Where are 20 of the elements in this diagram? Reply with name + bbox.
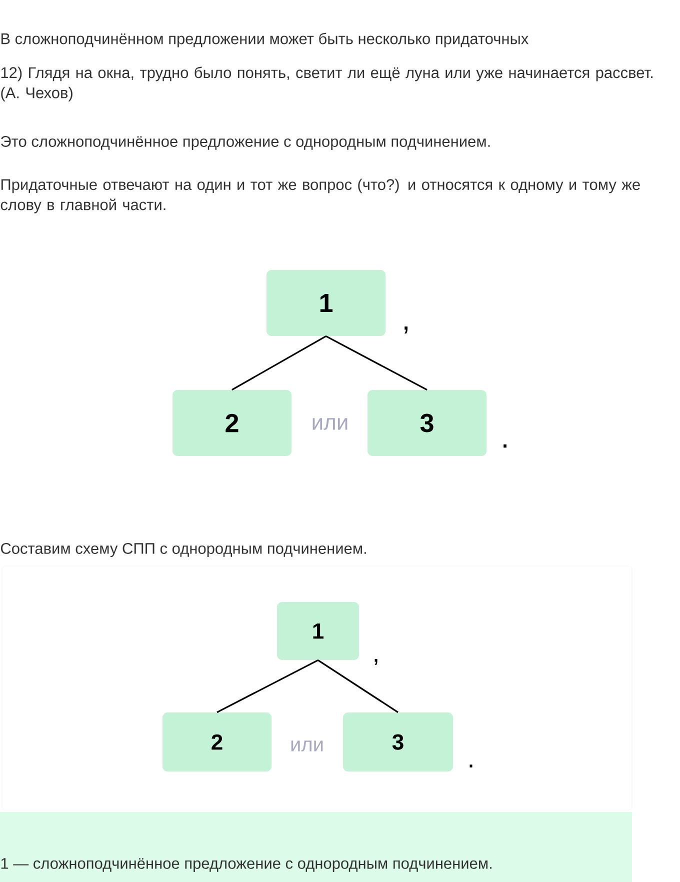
example-sentence: 12) Глядя на окна, трудно было понять, светит ли ещё луна или уже начинается рассвет. (А. Чехов) <box>1 66 652 102</box>
connector-line <box>216 660 318 714</box>
explanation-text: Придаточные отвечают на один и тот же вопрос (что?) и относятся к одному и тому же слову в главной части. <box>0 178 640 214</box>
answer-text: 1 — сложноподчинённое предложение с однородным подчинением. <box>1 858 492 872</box>
connector-line <box>232 336 326 390</box>
connector-line <box>318 660 398 713</box>
conjunction-text: или <box>291 740 323 752</box>
number-box: 3 <box>343 712 453 772</box>
cut-text-line: В сложноподчинённом предложении может быть несколько придаточных <box>1 32 528 48</box>
number-box: 3 <box>368 390 486 456</box>
punctuation-mark: , <box>374 658 378 666</box>
number-box: 2 <box>162 712 272 772</box>
conjunction-text: или <box>312 418 348 430</box>
number-box: 1 <box>266 270 386 336</box>
number-box: 1 <box>277 602 359 660</box>
number-box: 2 <box>172 390 292 456</box>
intro-text: Составим схему СПП с однородным подчинением. <box>0 542 366 558</box>
punctuation-mark: , <box>404 326 408 334</box>
explanation-text: Это сложноподчинённое предложение с однородным подчинением. <box>1 136 490 150</box>
connector-line <box>326 336 428 391</box>
